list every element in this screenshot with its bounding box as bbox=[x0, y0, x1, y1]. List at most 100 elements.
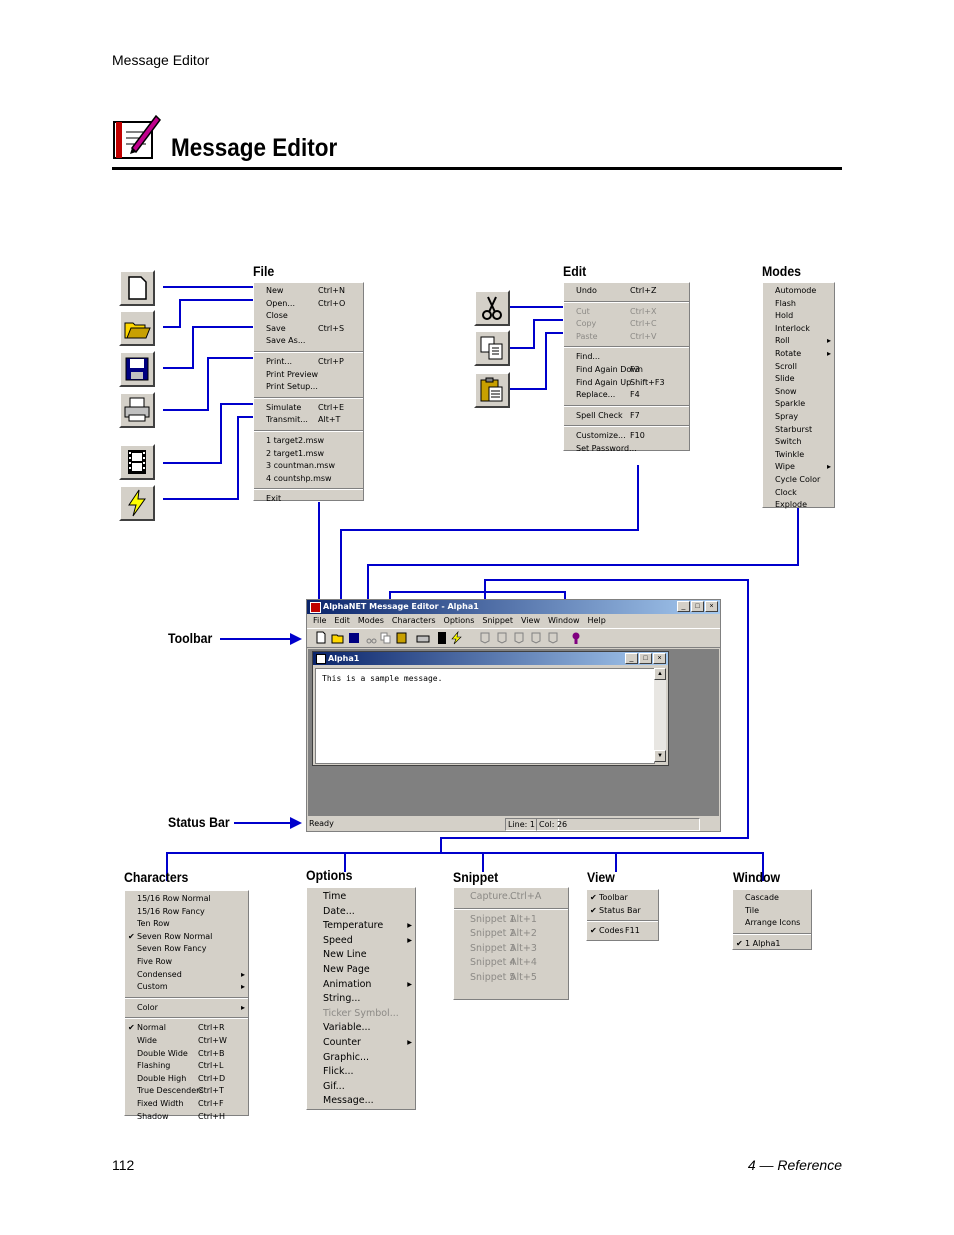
menu-item[interactable]: Counter▸ bbox=[307, 1036, 415, 1051]
cut-scissors-icon[interactable] bbox=[474, 290, 510, 326]
menu-item[interactable]: Scroll bbox=[763, 361, 834, 374]
doc-close-button[interactable]: × bbox=[653, 653, 666, 664]
printer-icon[interactable] bbox=[119, 392, 155, 428]
message-text-area[interactable]: This is a sample message. bbox=[315, 668, 655, 764]
menu-item[interactable]: Spray bbox=[763, 411, 834, 424]
menu-item[interactable]: Graphic... bbox=[307, 1051, 415, 1066]
doc-minimize-button[interactable]: _ bbox=[625, 653, 638, 664]
menu-item[interactable]: Print Setup... bbox=[254, 381, 363, 394]
close-button[interactable]: × bbox=[705, 601, 718, 612]
menubar-item[interactable]: Edit bbox=[334, 616, 350, 625]
menu-item[interactable]: Explode bbox=[763, 499, 834, 512]
menu-item[interactable]: Roll▸ bbox=[763, 335, 834, 348]
menubar-item[interactable]: Help bbox=[587, 616, 606, 625]
menu-item[interactable]: Ticker Symbol... bbox=[307, 1007, 415, 1022]
menu-item[interactable]: New Line bbox=[307, 948, 415, 963]
menu-item[interactable]: ✔Status Bar bbox=[587, 905, 658, 918]
menu-item[interactable]: Clock bbox=[763, 487, 834, 500]
menu-item[interactable]: Starburst bbox=[763, 424, 834, 437]
menubar-item[interactable]: View bbox=[521, 616, 540, 625]
menu-item[interactable]: Rotate▸ bbox=[763, 348, 834, 361]
menu-item[interactable]: Transmit...Alt+T bbox=[254, 414, 363, 427]
copy-icon[interactable] bbox=[474, 330, 510, 366]
menu-item[interactable]: Customize...F10 bbox=[564, 430, 689, 443]
menu-item[interactable]: String... bbox=[307, 992, 415, 1007]
menu-item[interactable]: Interlock bbox=[763, 323, 834, 336]
doc-maximize-button[interactable]: □ bbox=[639, 653, 652, 664]
maximize-button[interactable]: □ bbox=[691, 601, 704, 612]
menu-item[interactable]: Variable... bbox=[307, 1021, 415, 1036]
menu-item[interactable]: Arrange Icons bbox=[733, 917, 811, 930]
vertical-scrollbar[interactable]: ▲ ▼ bbox=[654, 668, 666, 762]
menu-item[interactable]: 15/16 Row Fancy bbox=[125, 906, 248, 919]
menu-item[interactable]: Snow bbox=[763, 386, 834, 399]
menu-item[interactable]: Cycle Color bbox=[763, 474, 834, 487]
menu-item[interactable]: ✔Seven Row Normal bbox=[125, 931, 248, 944]
menu-item[interactable]: Set Password... bbox=[564, 443, 689, 456]
menu-item[interactable]: Message... bbox=[307, 1094, 415, 1109]
menu-item[interactable]: Cascade bbox=[733, 892, 811, 905]
menu-item[interactable]: Sparkle bbox=[763, 398, 834, 411]
menu-item[interactable]: 2 target1.msw bbox=[254, 448, 363, 461]
menu-item[interactable]: Color▸ bbox=[125, 1002, 248, 1015]
menubar-item[interactable]: Snippet bbox=[482, 616, 513, 625]
menu-item[interactable]: ✔1 Alpha1 bbox=[733, 938, 811, 951]
menu-item[interactable]: Five Row bbox=[125, 956, 248, 969]
menu-item[interactable]: Ten Row bbox=[125, 918, 248, 931]
menu-item[interactable]: Custom▸ bbox=[125, 981, 248, 994]
menu-item[interactable]: New Page bbox=[307, 963, 415, 978]
menu-item[interactable]: Print...Ctrl+P bbox=[254, 356, 363, 369]
menu-item[interactable]: Gif... bbox=[307, 1080, 415, 1095]
scroll-down-arrow-icon[interactable]: ▼ bbox=[654, 750, 666, 762]
menu-item[interactable]: Exit bbox=[254, 493, 363, 506]
menu-item[interactable]: Capture...Ctrl+A bbox=[454, 890, 568, 905]
scroll-up-arrow-icon[interactable]: ▲ bbox=[654, 668, 666, 680]
menu-item[interactable]: 3 countman.msw bbox=[254, 460, 363, 473]
transmit-lightning-icon[interactable] bbox=[119, 485, 155, 521]
paste-clipboard-icon[interactable] bbox=[474, 372, 510, 408]
menu-item[interactable]: Speed▸ bbox=[307, 934, 415, 949]
menu-item[interactable]: 4 countshp.msw bbox=[254, 473, 363, 486]
open-folder-icon[interactable] bbox=[119, 310, 155, 346]
menu-item[interactable]: Tile bbox=[733, 905, 811, 918]
menubar-item[interactable]: Characters bbox=[391, 616, 436, 625]
menubar-item[interactable]: File bbox=[313, 616, 327, 625]
simulate-film-icon[interactable] bbox=[119, 444, 155, 480]
menu-item[interactable]: 15/16 Row Normal bbox=[125, 893, 248, 906]
menu-item[interactable]: ✔Toolbar bbox=[587, 892, 658, 905]
menu-item[interactable]: Replace...F4 bbox=[564, 389, 689, 402]
menu-item[interactable]: Close bbox=[254, 310, 363, 323]
menu-item[interactable]: Switch bbox=[763, 436, 834, 449]
menubar-item[interactable]: Window bbox=[547, 616, 580, 625]
menu-item[interactable]: Condensed▸ bbox=[125, 969, 248, 982]
menu-item[interactable]: Print Preview bbox=[254, 369, 363, 382]
menu-item[interactable]: Flash bbox=[763, 298, 834, 311]
menu-item[interactable]: Wipe▸ bbox=[763, 461, 834, 474]
menu-item[interactable]: Hold bbox=[763, 310, 834, 323]
menu-item[interactable]: Flick... bbox=[307, 1065, 415, 1080]
menu-item[interactable]: Open...Ctrl+O bbox=[254, 298, 363, 311]
menu-item[interactable]: Save As... bbox=[254, 335, 363, 348]
